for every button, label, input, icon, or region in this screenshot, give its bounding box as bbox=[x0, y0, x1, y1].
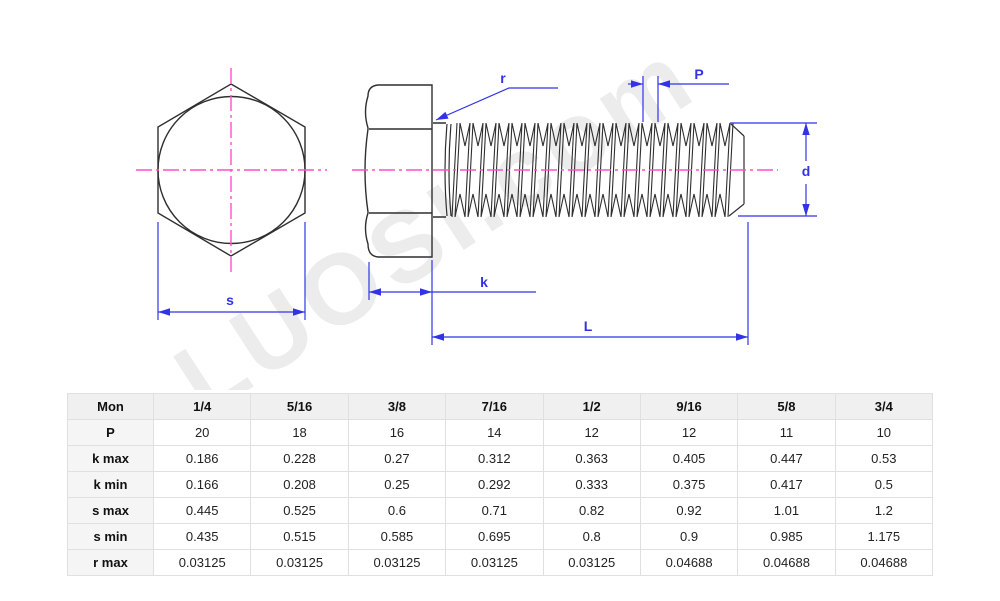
table-cell: 0.417 bbox=[737, 471, 836, 498]
table-cell: 0.04688 bbox=[834, 549, 934, 576]
row-label: k min bbox=[67, 471, 154, 498]
r-label: r bbox=[500, 70, 506, 86]
table-cell: 0.82 bbox=[542, 497, 641, 524]
table-cell: 12 bbox=[639, 419, 739, 446]
row-label: r max bbox=[67, 549, 154, 576]
table-cell: 1.01 bbox=[737, 497, 836, 524]
table-cell: 11 bbox=[737, 419, 836, 446]
table-cell: 0.445 bbox=[152, 497, 252, 524]
size-header: 5/8 bbox=[737, 393, 836, 420]
size-header: 1/2 bbox=[542, 393, 641, 420]
size-header: 3/8 bbox=[347, 393, 447, 420]
row-label: k max bbox=[67, 445, 154, 472]
table-cell: 0.9 bbox=[639, 523, 739, 550]
table-cell: 0.312 bbox=[445, 445, 544, 472]
table-cell: 1.175 bbox=[834, 523, 934, 550]
table-cell: 10 bbox=[834, 419, 934, 446]
table-cell: 0.92 bbox=[639, 497, 739, 524]
head-side-outline bbox=[364, 84, 433, 258]
table-cell: 0.03125 bbox=[347, 549, 447, 576]
table-cell: 0.695 bbox=[445, 523, 544, 550]
table-cell: 12 bbox=[542, 419, 641, 446]
size-header: 3/4 bbox=[834, 393, 934, 420]
table-cell: 0.03125 bbox=[542, 549, 641, 576]
r-leader-line bbox=[435, 87, 558, 121]
dimensions bbox=[157, 76, 817, 345]
table-cell: 0.5 bbox=[834, 471, 934, 498]
table-cell: 0.71 bbox=[445, 497, 544, 524]
table-cell: 0.985 bbox=[737, 523, 836, 550]
size-header: 9/16 bbox=[639, 393, 739, 420]
size-header: 5/16 bbox=[250, 393, 349, 420]
table-cell: 0.375 bbox=[639, 471, 739, 498]
table-cell: 0.04688 bbox=[737, 549, 836, 576]
table-cell: 0.186 bbox=[152, 445, 252, 472]
corner-header: Mon bbox=[67, 393, 154, 420]
head-facet-lines bbox=[369, 128, 432, 214]
front-view-centerlines bbox=[136, 68, 327, 272]
p-label: P bbox=[694, 66, 703, 82]
washer-face bbox=[433, 122, 446, 218]
d-label: d bbox=[802, 163, 811, 179]
table-cell: 0.585 bbox=[347, 523, 447, 550]
size-header: 1/4 bbox=[152, 393, 252, 420]
table-cell: 0.25 bbox=[347, 471, 447, 498]
table-cell: 0.27 bbox=[347, 445, 447, 472]
size-header: 7/16 bbox=[445, 393, 544, 420]
row-label: P bbox=[67, 419, 154, 446]
table-cell: 0.292 bbox=[445, 471, 544, 498]
table-cell: 0.515 bbox=[250, 523, 349, 550]
hex-head-outline bbox=[157, 83, 306, 257]
table-cell: 0.228 bbox=[250, 445, 349, 472]
table-cell: 14 bbox=[445, 419, 544, 446]
table-cell: 0.53 bbox=[834, 445, 934, 472]
s-label: s bbox=[226, 292, 234, 308]
table-cell: 0.8 bbox=[542, 523, 641, 550]
table-cell: 0.447 bbox=[737, 445, 836, 472]
table-cell: 20 bbox=[152, 419, 252, 446]
table-cell: 0.03125 bbox=[152, 549, 252, 576]
table-cell: 0.363 bbox=[542, 445, 641, 472]
table-cell: 18 bbox=[250, 419, 349, 446]
table-cell: 0.208 bbox=[250, 471, 349, 498]
table-cell: 0.6 bbox=[347, 497, 447, 524]
table-cell: 1.2 bbox=[834, 497, 934, 524]
table-cell: 0.333 bbox=[542, 471, 641, 498]
k-label: k bbox=[480, 274, 488, 290]
table-cell: 0.166 bbox=[152, 471, 252, 498]
table-cell: 0.525 bbox=[250, 497, 349, 524]
row-label: s min bbox=[67, 523, 154, 550]
bolt-drawing: LUOSI.com bbox=[136, 20, 817, 390]
dimension-labels: s r P d k L bbox=[226, 66, 810, 334]
l-label: L bbox=[584, 318, 593, 334]
table-cell: 0.04688 bbox=[639, 549, 739, 576]
table-cell: 0.03125 bbox=[250, 549, 349, 576]
watermark-text: LUOSI.com bbox=[156, 20, 714, 390]
table-cell: 0.435 bbox=[152, 523, 252, 550]
row-label: s max bbox=[67, 497, 154, 524]
table-cell: 0.03125 bbox=[445, 549, 544, 576]
table-cell: 16 bbox=[347, 419, 447, 446]
table-cell: 0.405 bbox=[639, 445, 739, 472]
